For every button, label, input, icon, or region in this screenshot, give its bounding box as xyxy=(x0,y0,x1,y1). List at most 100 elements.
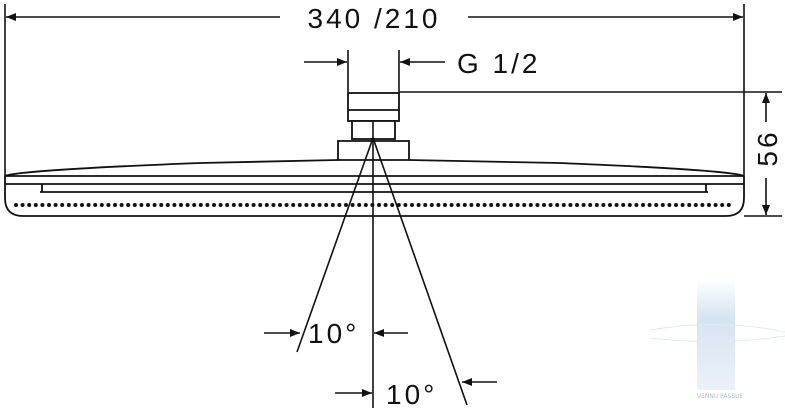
nozzle xyxy=(271,203,276,207)
nozzle xyxy=(390,203,395,207)
nozzle xyxy=(588,203,593,207)
nozzle xyxy=(726,203,731,207)
right-angle-label: 10° xyxy=(386,379,437,410)
nozzle xyxy=(647,203,652,207)
nozzle xyxy=(119,203,124,207)
nozzle xyxy=(429,203,434,207)
nozzle xyxy=(660,203,665,207)
nozzle xyxy=(80,203,84,207)
nozzle xyxy=(205,203,210,207)
nozzle xyxy=(238,203,243,207)
nozzle xyxy=(33,203,38,207)
nozzle xyxy=(515,203,520,207)
nozzle xyxy=(462,203,467,207)
nozzle xyxy=(535,203,540,207)
nozzle xyxy=(548,203,553,207)
nozzle xyxy=(634,203,639,207)
nozzle xyxy=(416,203,421,207)
watermark-text: VENNU PASSUE xyxy=(697,393,744,400)
nozzle-row xyxy=(14,203,731,207)
nozzle xyxy=(330,203,335,207)
nozzle xyxy=(284,203,289,207)
nozzle xyxy=(113,203,117,207)
nozzle xyxy=(542,203,546,207)
width-label: 340 /210 xyxy=(308,3,441,34)
nozzle xyxy=(93,203,98,207)
thread-label: G 1/2 xyxy=(457,48,540,79)
nozzle xyxy=(132,203,137,207)
nozzle xyxy=(528,203,533,207)
watermark: VENNU PASSUE xyxy=(649,280,785,400)
nozzle xyxy=(687,203,692,207)
nozzle xyxy=(489,203,494,207)
nozzle xyxy=(139,203,144,207)
nozzle xyxy=(713,203,718,207)
nozzle xyxy=(47,203,51,207)
nozzle xyxy=(627,203,632,207)
nozzle xyxy=(337,203,342,207)
nozzle xyxy=(185,203,190,207)
nozzle xyxy=(396,203,401,207)
nozzle xyxy=(469,203,474,207)
nozzle xyxy=(581,203,586,207)
nozzle xyxy=(720,203,725,207)
nozzle xyxy=(443,203,447,207)
nozzle xyxy=(568,203,573,207)
nozzle xyxy=(212,203,216,207)
nozzle xyxy=(126,203,131,207)
nozzle xyxy=(99,203,104,207)
nozzle xyxy=(60,203,65,207)
nozzle xyxy=(575,203,579,207)
nozzle xyxy=(614,203,619,207)
nozzle xyxy=(344,203,348,207)
nozzle xyxy=(456,203,461,207)
nozzle xyxy=(311,203,315,207)
nozzle xyxy=(218,203,223,207)
height-label: 56 xyxy=(752,129,783,166)
right-angle-dimension xyxy=(335,378,497,397)
nozzle xyxy=(555,203,560,207)
height-dimension xyxy=(399,91,782,217)
nozzle xyxy=(654,203,659,207)
nozzle xyxy=(106,203,111,207)
nozzle xyxy=(641,203,645,207)
nozzle xyxy=(20,203,25,207)
width-dimension xyxy=(4,4,745,175)
nozzle xyxy=(621,203,626,207)
nozzle xyxy=(179,203,183,207)
nozzle xyxy=(594,203,599,207)
nozzle xyxy=(251,203,256,207)
nozzle xyxy=(225,203,230,207)
nozzle xyxy=(357,203,362,207)
nozzle xyxy=(324,203,329,207)
nozzle xyxy=(707,203,711,207)
nozzle xyxy=(436,203,441,207)
nozzle xyxy=(495,203,500,207)
nozzle xyxy=(159,203,164,207)
left-angle-label: 10° xyxy=(308,318,359,349)
nozzle xyxy=(152,203,157,207)
nozzle xyxy=(192,203,197,207)
nozzle xyxy=(502,203,507,207)
nozzle xyxy=(40,203,45,207)
spray-angle-lines xyxy=(296,120,468,408)
shower-head xyxy=(4,92,745,217)
nozzle xyxy=(317,203,322,207)
nozzle xyxy=(667,203,672,207)
nozzle xyxy=(297,203,302,207)
nozzle xyxy=(86,203,91,207)
nozzle xyxy=(53,203,58,207)
nozzle xyxy=(383,203,388,207)
nozzle xyxy=(700,203,705,207)
thread-dimension xyxy=(304,50,445,92)
nozzle xyxy=(264,203,269,207)
nozzle xyxy=(423,203,428,207)
nozzle xyxy=(172,203,177,207)
nozzle xyxy=(449,203,454,207)
nozzle xyxy=(522,203,527,207)
nozzle xyxy=(561,203,566,207)
nozzle xyxy=(165,203,170,207)
nozzle xyxy=(403,203,408,207)
nozzle xyxy=(304,203,309,207)
